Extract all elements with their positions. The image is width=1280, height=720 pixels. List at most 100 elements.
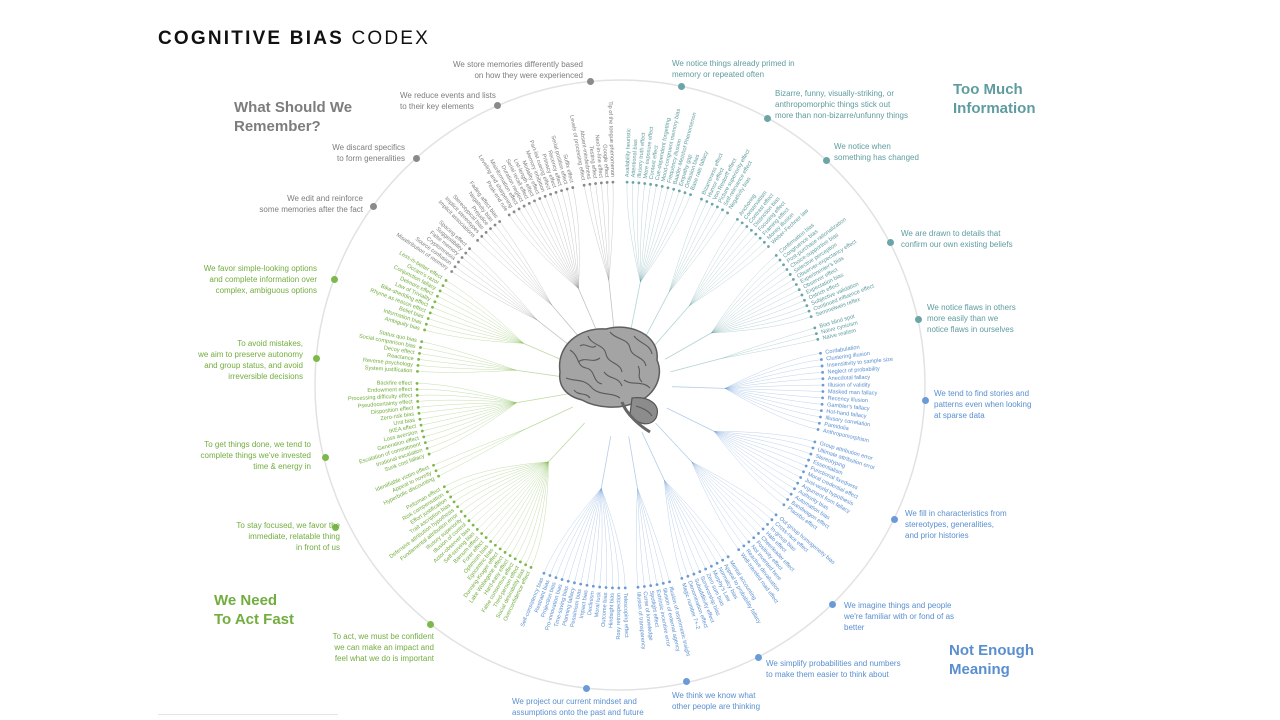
category-dot — [682, 677, 690, 685]
bias-dot — [463, 514, 467, 518]
branch-line — [417, 383, 517, 403]
bias-dot — [774, 513, 778, 517]
branch-trunk — [629, 281, 641, 335]
bias-dot — [498, 547, 502, 551]
bias-label: Disposition effect — [371, 405, 414, 416]
bias-dot — [757, 532, 760, 535]
category-dot — [582, 684, 590, 692]
branch-line — [485, 461, 549, 538]
bias-dot — [449, 495, 453, 499]
bias-dot — [484, 231, 488, 234]
bias-label: Processing difficulty effect — [348, 393, 413, 402]
bias-dot — [649, 584, 653, 588]
branch-line — [608, 182, 614, 281]
branch-line — [711, 289, 800, 334]
branch-line — [664, 480, 718, 564]
branch-line — [504, 461, 549, 553]
bias-label: Clustering illusion — [826, 351, 870, 362]
bias-dot — [637, 181, 641, 185]
branch-line — [572, 187, 580, 289]
branch-line — [711, 284, 797, 334]
bias-dot — [809, 452, 813, 456]
bias-dot — [415, 381, 419, 385]
branch-line — [664, 480, 689, 577]
branch-line — [626, 182, 641, 283]
bias-dot — [805, 304, 809, 308]
section-heading-not-enough-meaning: Not Enough Meaning — [949, 642, 1034, 678]
branch-line — [724, 388, 823, 399]
bias-dot — [565, 187, 569, 191]
bias-dot — [437, 474, 441, 478]
bias-dot — [791, 278, 795, 281]
branch-line — [668, 209, 723, 293]
bias-dot — [803, 298, 806, 302]
branch-line — [454, 266, 538, 321]
category-label: We notice things already primed in memor… — [672, 59, 795, 79]
branch-line — [418, 402, 517, 408]
bias-dot — [416, 405, 420, 409]
branch-trunk — [628, 436, 638, 489]
branch-line — [539, 198, 579, 289]
bias-label: Google effect — [601, 144, 609, 178]
branch-trunk — [608, 280, 615, 334]
bias-dot — [554, 576, 558, 580]
branch-line — [418, 402, 517, 414]
title-light: CODEX — [351, 28, 431, 49]
branch-line — [444, 461, 549, 487]
branch-line — [601, 488, 613, 588]
branch-line — [688, 222, 743, 307]
bias-dot — [444, 279, 448, 282]
bias-label: IKEA effect — [389, 424, 418, 435]
branch-line — [508, 214, 579, 289]
branch-line — [724, 388, 822, 411]
branch-line — [668, 201, 708, 293]
branch-line — [583, 185, 610, 281]
category-dot — [886, 238, 894, 246]
branch-line — [567, 488, 602, 582]
category-dot — [412, 154, 420, 162]
branch-line — [711, 255, 777, 334]
branch-line — [437, 296, 524, 344]
bias-dot — [415, 387, 419, 391]
bias-label: Attentional bias — [631, 139, 639, 178]
bias-dot — [821, 396, 824, 400]
bias-dot — [503, 550, 507, 554]
bias-dot — [770, 518, 774, 522]
branch-line — [419, 353, 517, 371]
bias-dot — [683, 191, 687, 195]
branch-line — [442, 285, 524, 344]
category-label: We imagine things and people we're famil… — [844, 601, 955, 632]
branch-line — [640, 192, 686, 283]
bias-dot — [726, 555, 730, 559]
bias-dot — [660, 185, 664, 188]
bias-dot — [786, 498, 790, 501]
branch-line — [714, 431, 807, 467]
branch-line — [428, 318, 524, 344]
bias-dot — [423, 441, 427, 445]
bias-dot — [819, 351, 822, 355]
bias-dot — [677, 189, 681, 193]
branch-line — [711, 269, 788, 334]
branch-line — [664, 480, 701, 572]
branch-line — [477, 461, 549, 530]
bias-dot — [433, 300, 437, 304]
branch-line — [601, 488, 626, 588]
bias-dot — [560, 189, 563, 192]
bias-dot — [740, 221, 744, 225]
branch-line — [421, 341, 517, 371]
branch-line — [447, 461, 549, 493]
bias-dot — [796, 481, 800, 485]
bias-dot — [542, 571, 546, 575]
bias-label: System justification — [364, 365, 412, 374]
bias-dot — [809, 315, 813, 319]
branch-line — [574, 488, 602, 583]
bias-dot — [459, 510, 463, 513]
branch-line — [423, 402, 517, 438]
bias-dot — [802, 470, 805, 474]
bias-label: Decoy effect — [383, 345, 415, 356]
branch-line — [417, 394, 517, 403]
bias-dot — [816, 337, 820, 341]
bias-dot — [594, 182, 597, 185]
bias-dot — [642, 585, 646, 588]
bias-dot — [668, 580, 671, 584]
